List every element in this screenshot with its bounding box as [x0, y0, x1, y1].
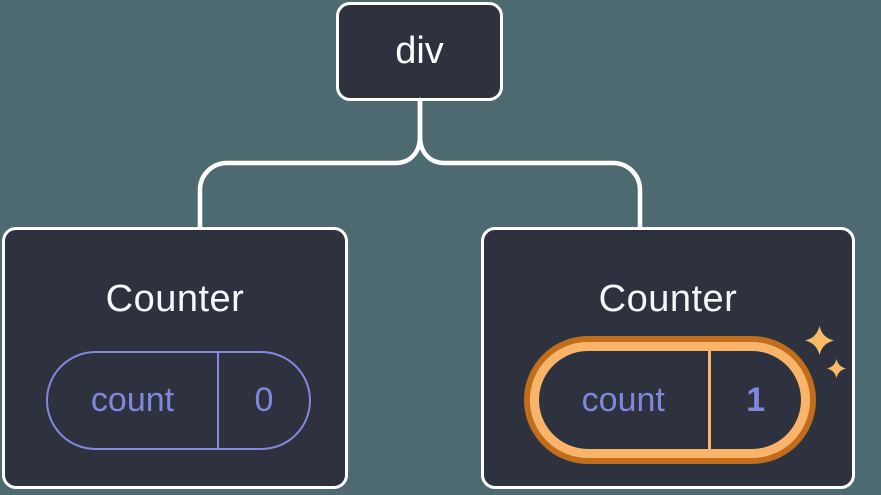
state-pill-right-value-segment: 1 — [711, 351, 802, 449]
state-pill-left-key-segment: count — [48, 353, 219, 448]
counter-card-right: Counter count 1 — [481, 227, 855, 489]
state-value: 1 — [746, 380, 766, 419]
state-pill-right-key-segment: count — [539, 351, 711, 449]
counter-card-left: Counter count 0 — [2, 227, 348, 489]
tree-node-div-label: div — [395, 30, 444, 72]
state-value: 0 — [254, 381, 274, 419]
state-pill-highlight-ring: count 1 — [524, 336, 816, 464]
state-pill-right: count 1 — [530, 342, 810, 458]
connector-branch-right — [417, 97, 643, 232]
state-key-label: count — [581, 380, 665, 419]
state-key-label: count — [90, 381, 175, 419]
counter-card-right-title: Counter — [598, 278, 738, 320]
state-pill-left: count 0 — [46, 351, 311, 450]
sparkle-icon-large — [805, 326, 834, 355]
sparkle-icon-small — [827, 359, 846, 378]
counter-card-left-title: Counter — [105, 278, 245, 320]
connector-branch-left — [197, 97, 423, 232]
tree-node-div: div — [336, 2, 503, 101]
state-pill-left-value-segment: 0 — [219, 353, 309, 448]
